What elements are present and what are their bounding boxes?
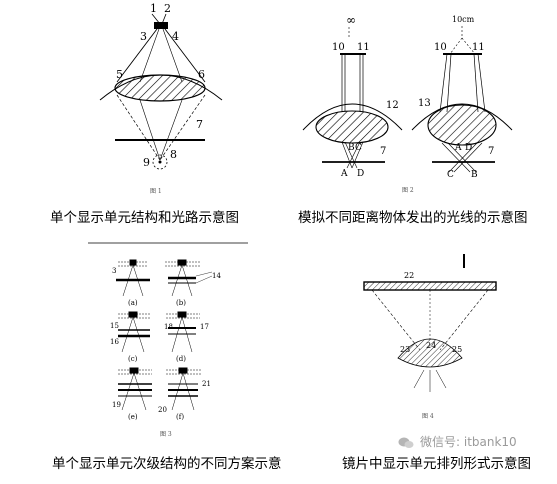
watermark-text: 微信号: itbank10 <box>420 435 517 449</box>
fig3-label-16: 16 <box>110 338 119 346</box>
wechat-icon <box>398 434 414 448</box>
fig2-label-12: 12 <box>386 100 399 111</box>
figure-1: 1 2 3 4 5 6 7 8 9 图 1 <box>99 2 223 195</box>
lens-plate <box>363 281 497 291</box>
figure-2: ∞ 10 11 12 B C 7 A D 10cm 10 11 <box>302 13 513 194</box>
fig3-sub-e: (e) <box>128 413 138 421</box>
fig2-label-D2: D <box>465 143 472 153</box>
fig1-label-8: 8 <box>170 148 177 161</box>
fig2-infinity: ∞ <box>346 13 356 27</box>
fig1-label-2: 2 <box>164 2 171 15</box>
caption-fig3: 单个显示单元次级结构的不同方案示意 <box>52 456 282 472</box>
figure-4: 22 23 24 25 图 4 <box>363 254 497 420</box>
fig3-label-14: 14 <box>212 272 221 280</box>
fig1-label-7: 7 <box>196 118 203 131</box>
caption-fig2: 模拟不同距离物体发出的光线的示意图 <box>298 210 528 226</box>
display-unit <box>154 22 168 29</box>
fig2-label-D: D <box>357 169 364 179</box>
fig4-label-22: 22 <box>404 271 414 280</box>
fig2-label-7a: 7 <box>380 146 386 157</box>
fig3-sub-f: (f) <box>176 413 184 421</box>
fig3-label-17: 17 <box>200 323 209 331</box>
fig1-label-3: 3 <box>140 30 147 43</box>
fig2-label-C2: C <box>447 170 454 180</box>
fig3-label-3: 3 <box>112 267 116 275</box>
fig2-label-11a: 11 <box>357 42 370 53</box>
fig3-caption-label: 图 3 <box>160 431 172 438</box>
fig3-label-18: 18 <box>164 323 173 331</box>
fig2-label-A: A <box>340 169 348 179</box>
fig2-label-C: C <box>355 143 362 153</box>
fig2-label-A2: A <box>454 143 462 153</box>
figure-3: 3 (a) 14 (b) 15 16 (c) <box>110 259 221 438</box>
fig1-label-6: 6 <box>198 68 205 81</box>
fig1-label-4: 4 <box>172 30 179 43</box>
eye-lens <box>114 74 206 102</box>
fig4-label-25: 25 <box>452 345 462 354</box>
fig4-label-24: 24 <box>426 341 436 350</box>
fig3-sub-a: (a) <box>128 299 138 307</box>
caption-fig1: 单个显示单元结构和光路示意图 <box>50 210 239 226</box>
fig3-sub-b: (b) <box>176 299 186 307</box>
fig4-caption-label: 图 4 <box>422 413 434 420</box>
fig2-label-B: B <box>348 143 355 153</box>
fig2-label-13: 13 <box>418 98 431 109</box>
fig2-label-11b: 11 <box>472 42 485 53</box>
fig3-label-19: 19 <box>112 401 121 409</box>
fig2-label-10b: 10 <box>434 42 447 53</box>
fig2-label-10a: 10 <box>332 42 345 53</box>
fig3-label-20: 20 <box>158 406 167 414</box>
fig3-sub-c: (c) <box>128 355 138 363</box>
fig1-label-5: 5 <box>116 68 123 81</box>
fig1-label-1: 1 <box>150 2 157 15</box>
fig1-label-9: 9 <box>143 156 150 169</box>
fig3-label-15: 15 <box>110 322 119 330</box>
fig2-caption-label: 图 2 <box>402 187 414 194</box>
fig3-label-21: 21 <box>202 380 211 388</box>
fig1-caption-label: 图 1 <box>150 188 162 195</box>
caption-fig4: 镜片中显示单元排列形式示意图 <box>342 456 531 472</box>
fig2-near-distance: 10cm <box>452 15 475 24</box>
fig4-label-23: 23 <box>400 345 410 354</box>
fig3-sub-d: (d) <box>176 355 186 363</box>
fig2-label-7b: 7 <box>488 146 494 157</box>
fig2-label-B2: B <box>471 170 478 180</box>
